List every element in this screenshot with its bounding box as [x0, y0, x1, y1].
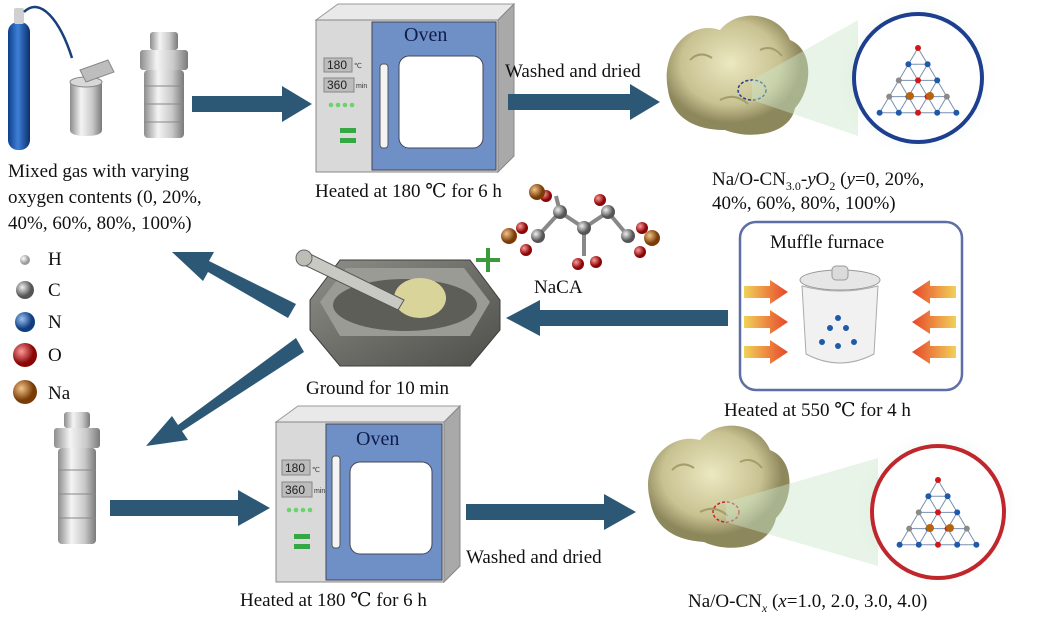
legend-item-n: N: [48, 312, 62, 333]
mortar-caption: Ground for 10 min: [306, 378, 450, 399]
product-top-powder-icon: [666, 0, 1000, 160]
oven-top-icon: [314, 2, 516, 174]
oven-top-title: Oven: [404, 24, 448, 46]
oven-bottom-time-unit: min: [314, 488, 326, 495]
plus-icon: [476, 248, 500, 272]
oven-bottom-icon: [274, 404, 462, 584]
gas-label-line-1: Mixed gas with varying: [8, 161, 190, 182]
legend-item-h: H: [48, 249, 62, 270]
product-top-structure-icon: [876, 45, 960, 116]
arrow-autoclave-to-oven-bottom: [110, 490, 270, 526]
oven-bottom-title: Oven: [356, 428, 400, 450]
autoclave-open-icon: [69, 59, 115, 136]
autoclave-closed-icon: [140, 32, 188, 138]
atom-legend: [13, 255, 37, 404]
gas-label-line-3: 40%, 60%, 80%, 100%): [8, 213, 192, 234]
arrow-oven-bottom-to-product: [466, 494, 636, 530]
legend-item-na: Na: [48, 383, 71, 404]
product-bottom-label: Na/O-CNx (x=1.0, 2.0, 3.0, 4.0): [688, 591, 928, 615]
product-bottom-structure-icon: [896, 477, 980, 548]
arrow-mortar-to-bottom: [146, 338, 304, 446]
muffle-caption: Heated at 550 ℃ for 4 h: [724, 400, 911, 421]
autoclave-bottom-icon: [54, 412, 100, 544]
oven-top-time-display: 360: [327, 78, 348, 92]
legend-item-o: O: [48, 345, 62, 366]
product-top-label-line-2: 40%, 60%, 80%, 100%): [712, 193, 896, 214]
product-bottom-powder-icon: [648, 425, 1022, 594]
naca-label: NaCA: [534, 277, 583, 298]
step-top-label: Washed and dried: [505, 61, 641, 82]
oven-bottom-time-display: 360: [285, 483, 306, 497]
naca-molecule-icon: [501, 184, 660, 270]
gas-cylinder-icon: [8, 5, 74, 150]
muffle-title: Muffle furnace: [770, 232, 885, 253]
mortar-pestle-icon: [295, 249, 501, 367]
oven-top-temp-display: 180: [327, 58, 348, 72]
oven-top-caption: Heated at 180 ℃ for 6 h: [315, 181, 502, 202]
crucible-icon: [799, 265, 881, 364]
oven-bottom-caption: Heated at 180 ℃ for 6 h: [240, 590, 427, 611]
oven-top-temp-unit: ℃: [354, 63, 362, 70]
oven-bottom-temp-unit: ℃: [312, 467, 320, 474]
oven-top-time-unit: min: [356, 83, 368, 90]
arrow-cylinder-to-oven: [192, 86, 312, 122]
product-top-label-line-1: Na/O-CN3.0-yO2 (y=0, 20%,: [712, 169, 925, 193]
gas-label-line-2: oxygen contents (0, 20%,: [8, 187, 202, 208]
arrow-furnace-to-mortar: [506, 300, 728, 336]
arrow-mortar-to-top: [172, 252, 296, 318]
heat-arrows-icon: [744, 280, 956, 364]
arrow-oven-to-product: [508, 84, 660, 120]
legend-item-c: C: [48, 280, 61, 301]
oven-bottom-temp-display: 180: [285, 461, 306, 475]
step-bottom-label: Washed and dried: [466, 547, 602, 568]
